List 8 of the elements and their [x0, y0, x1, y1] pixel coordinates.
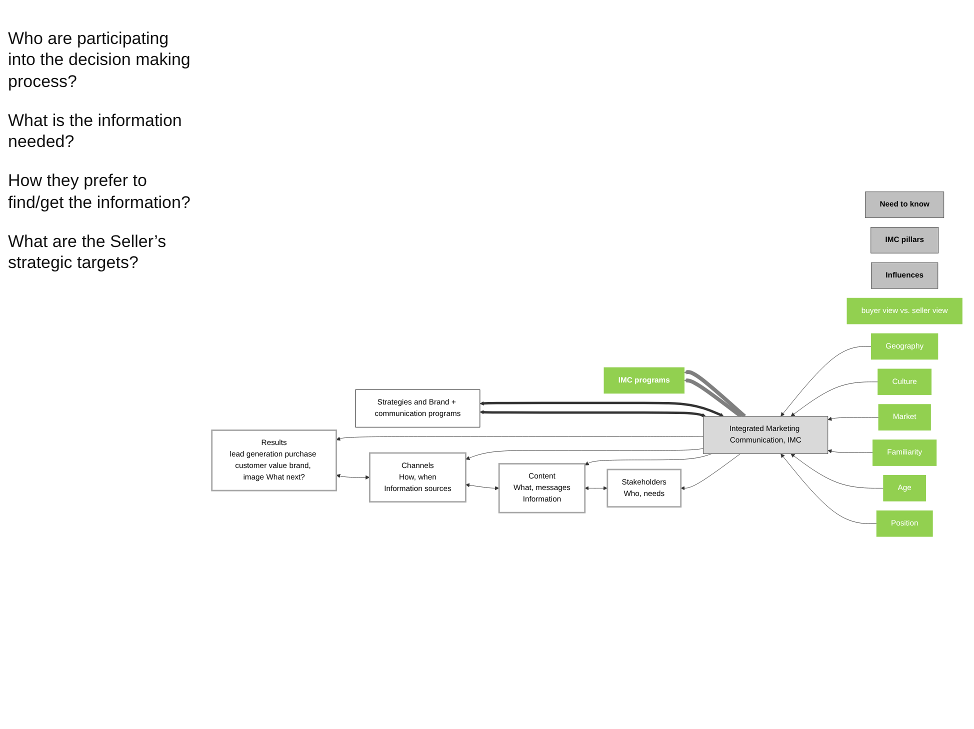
question-text: What are the Seller’s strategic targets? [8, 230, 168, 274]
question-text: What is the information needed? [8, 110, 183, 152]
arrow [684, 370, 746, 418]
question-text: Who are participating into the decision making process? [8, 28, 192, 92]
question-text: How they prefer to find/get the information? [8, 170, 192, 213]
arrow [480, 410, 706, 418]
arrow [684, 378, 742, 418]
arrow [480, 402, 724, 417]
